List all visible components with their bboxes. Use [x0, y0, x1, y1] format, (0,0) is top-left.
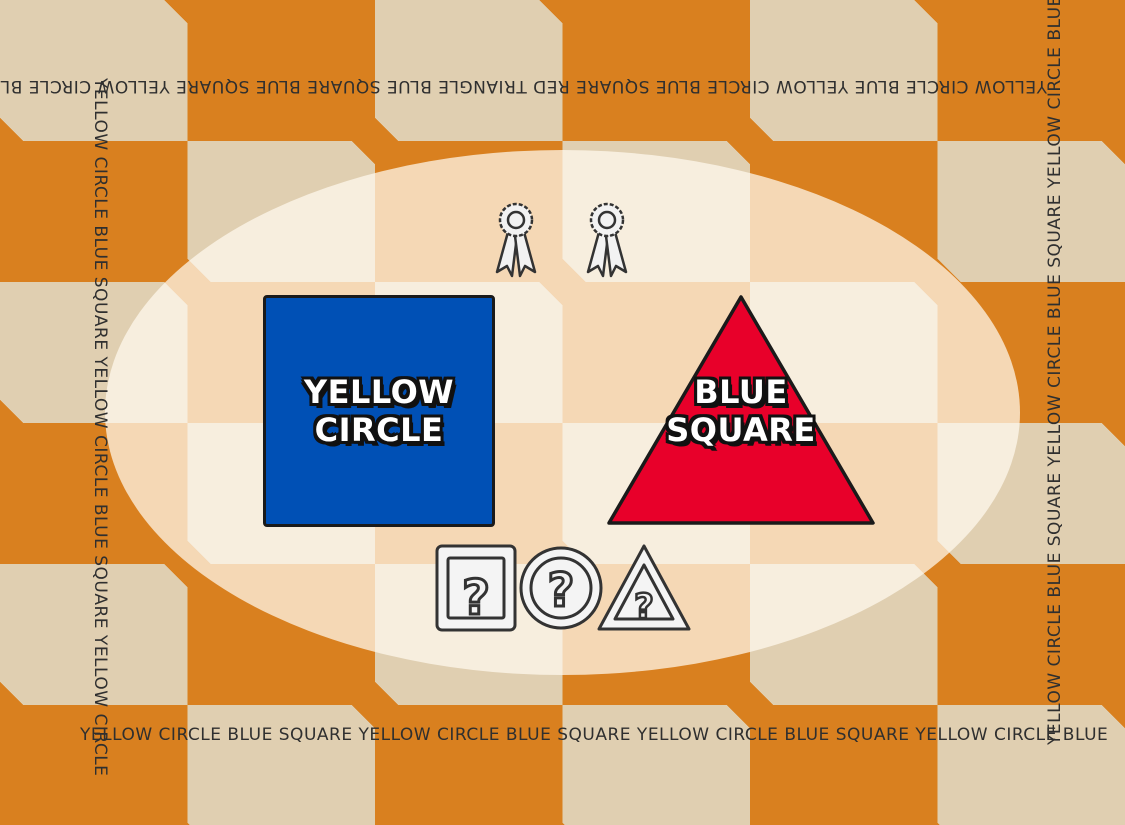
mystery-square-button[interactable]: ? — [434, 543, 520, 633]
border-text-top: YELLOW CIRCLE BLUE YELLOW CIRCLE BLUE SQ… — [0, 76, 1047, 96]
award-ribbon-icon — [491, 200, 541, 278]
mystery-circle-button[interactable]: ? — [518, 543, 604, 633]
border-text-right: YELLOW CIRCLE BLUE SQUARE YELLOW CIRCLE … — [1045, 0, 1065, 745]
border-text-bottom: YELLOW CIRCLE BLUE SQUARE YELLOW CIRCLE … — [80, 725, 1109, 745]
red-triangle-shape — [607, 295, 875, 525]
red-triangle-card[interactable]: BLUE SQUARE — [605, 293, 877, 528]
award-ribbon-icon — [582, 200, 632, 278]
svg-text:?: ? — [634, 587, 654, 627]
blue-square-card[interactable]: YELLOW CIRCLE — [263, 295, 495, 527]
card-label: BLUE SQUARE — [666, 373, 816, 449]
mystery-triangle-button[interactable]: ? — [596, 543, 692, 633]
border-text-left: YELLOW CIRCLE BLUE SQUARE YELLOW CIRCLE … — [90, 78, 110, 777]
svg-text:?: ? — [462, 570, 490, 626]
answer-choices: ? ? ? — [434, 543, 694, 635]
card-label: YELLOW CIRCLE — [303, 373, 455, 449]
svg-text:?: ? — [548, 563, 575, 617]
